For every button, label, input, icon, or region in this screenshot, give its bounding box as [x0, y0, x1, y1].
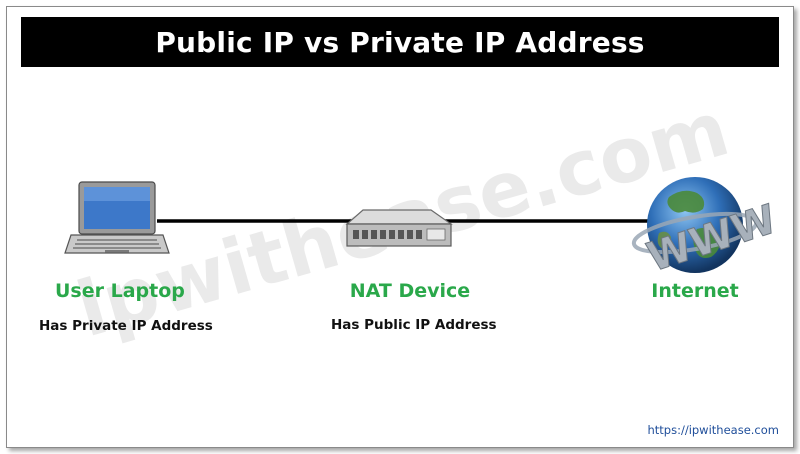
- network-diagram: WWW: [64, 177, 782, 282]
- globe-www-icon: WWW: [631, 177, 782, 282]
- laptop-label: User Laptop: [55, 280, 185, 302]
- nat-description: Has Public IP Address: [331, 317, 497, 333]
- title-bar: Public IP vs Private IP Address: [21, 17, 779, 67]
- nat-router-icon: [345, 209, 453, 247]
- laptop-icon: [64, 181, 170, 254]
- footer-url[interactable]: https://ipwithease.com: [647, 423, 779, 437]
- internet-label: Internet: [651, 280, 739, 302]
- nat-label: NAT Device: [349, 280, 471, 302]
- page-title: Public IP vs Private IP Address: [155, 25, 645, 59]
- diagram-frame: Public IP vs Private IP Address ipwithea…: [6, 6, 794, 448]
- laptop-description: Has Private IP Address: [39, 318, 213, 334]
